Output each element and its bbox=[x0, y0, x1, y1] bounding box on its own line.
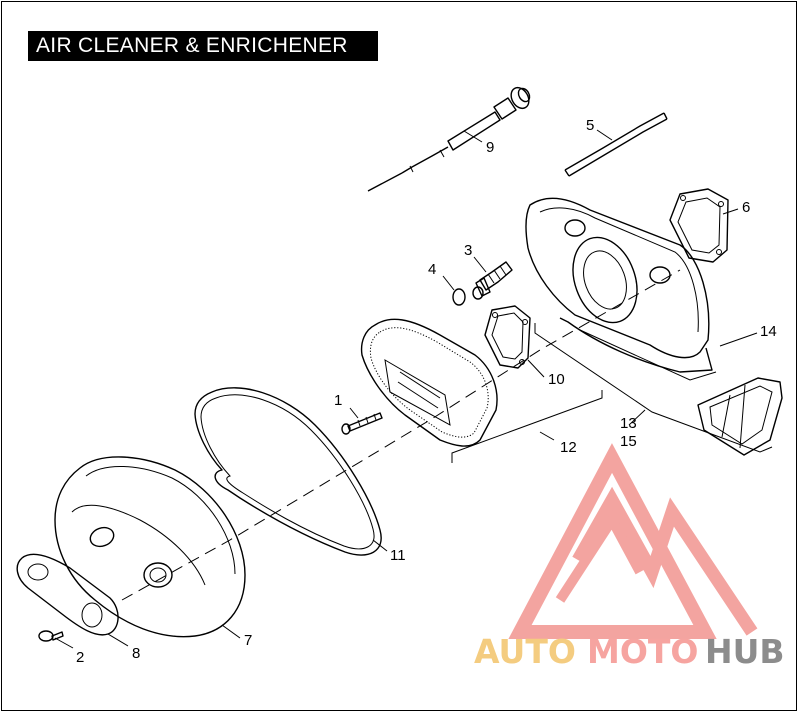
part-seal-ring bbox=[194, 387, 382, 556]
callout-14: 14 bbox=[760, 323, 777, 340]
watermark-hub: HUB bbox=[705, 632, 785, 671]
callout-1: 1 bbox=[334, 392, 342, 409]
bracket-12 bbox=[451, 390, 603, 463]
part-breather-bracket bbox=[697, 377, 783, 456]
assembly-line bbox=[121, 269, 681, 601]
part-trim-screw bbox=[38, 630, 64, 642]
watermark-logo bbox=[508, 443, 758, 639]
watermark-auto: AUTO bbox=[474, 632, 576, 671]
callout-7: 7 bbox=[244, 632, 252, 649]
watermark-moto: MOTO bbox=[587, 632, 698, 671]
callout-15: 15 bbox=[620, 433, 637, 450]
part-backplate bbox=[525, 197, 717, 381]
callout-6: 6 bbox=[742, 199, 750, 216]
part-breather-bolt bbox=[472, 261, 513, 300]
part-hose bbox=[564, 112, 668, 177]
callout-8: 8 bbox=[132, 645, 140, 662]
part-gasket-top bbox=[669, 188, 729, 263]
part-filter-element bbox=[360, 318, 498, 447]
callout-11: 11 bbox=[390, 547, 406, 564]
callout-4: 4 bbox=[428, 261, 436, 278]
part-screw bbox=[341, 412, 383, 435]
part-gasket-lower bbox=[484, 305, 531, 369]
leader-lines bbox=[54, 129, 758, 649]
bracket-13-15 bbox=[534, 323, 773, 453]
part-o-ring bbox=[452, 288, 466, 306]
callout-5: 5 bbox=[586, 117, 594, 134]
callout-10: 10 bbox=[548, 371, 565, 388]
callout-13: 13 bbox=[620, 415, 637, 432]
part-cover bbox=[54, 456, 246, 638]
callout-9: 9 bbox=[486, 139, 494, 156]
diagram-title: AIR CLEANER & ENRICHENER bbox=[28, 31, 378, 61]
part-enrichener-cable bbox=[367, 86, 531, 192]
callout-labels: 1 2 3 4 5 6 7 8 9 10 11 12 13 14 15 bbox=[76, 117, 777, 666]
callout-12: 12 bbox=[560, 439, 577, 456]
watermark-text: AUTO MOTO HUB bbox=[474, 632, 785, 671]
callout-2: 2 bbox=[76, 649, 84, 666]
part-trim bbox=[16, 553, 119, 636]
callout-3: 3 bbox=[464, 242, 472, 259]
